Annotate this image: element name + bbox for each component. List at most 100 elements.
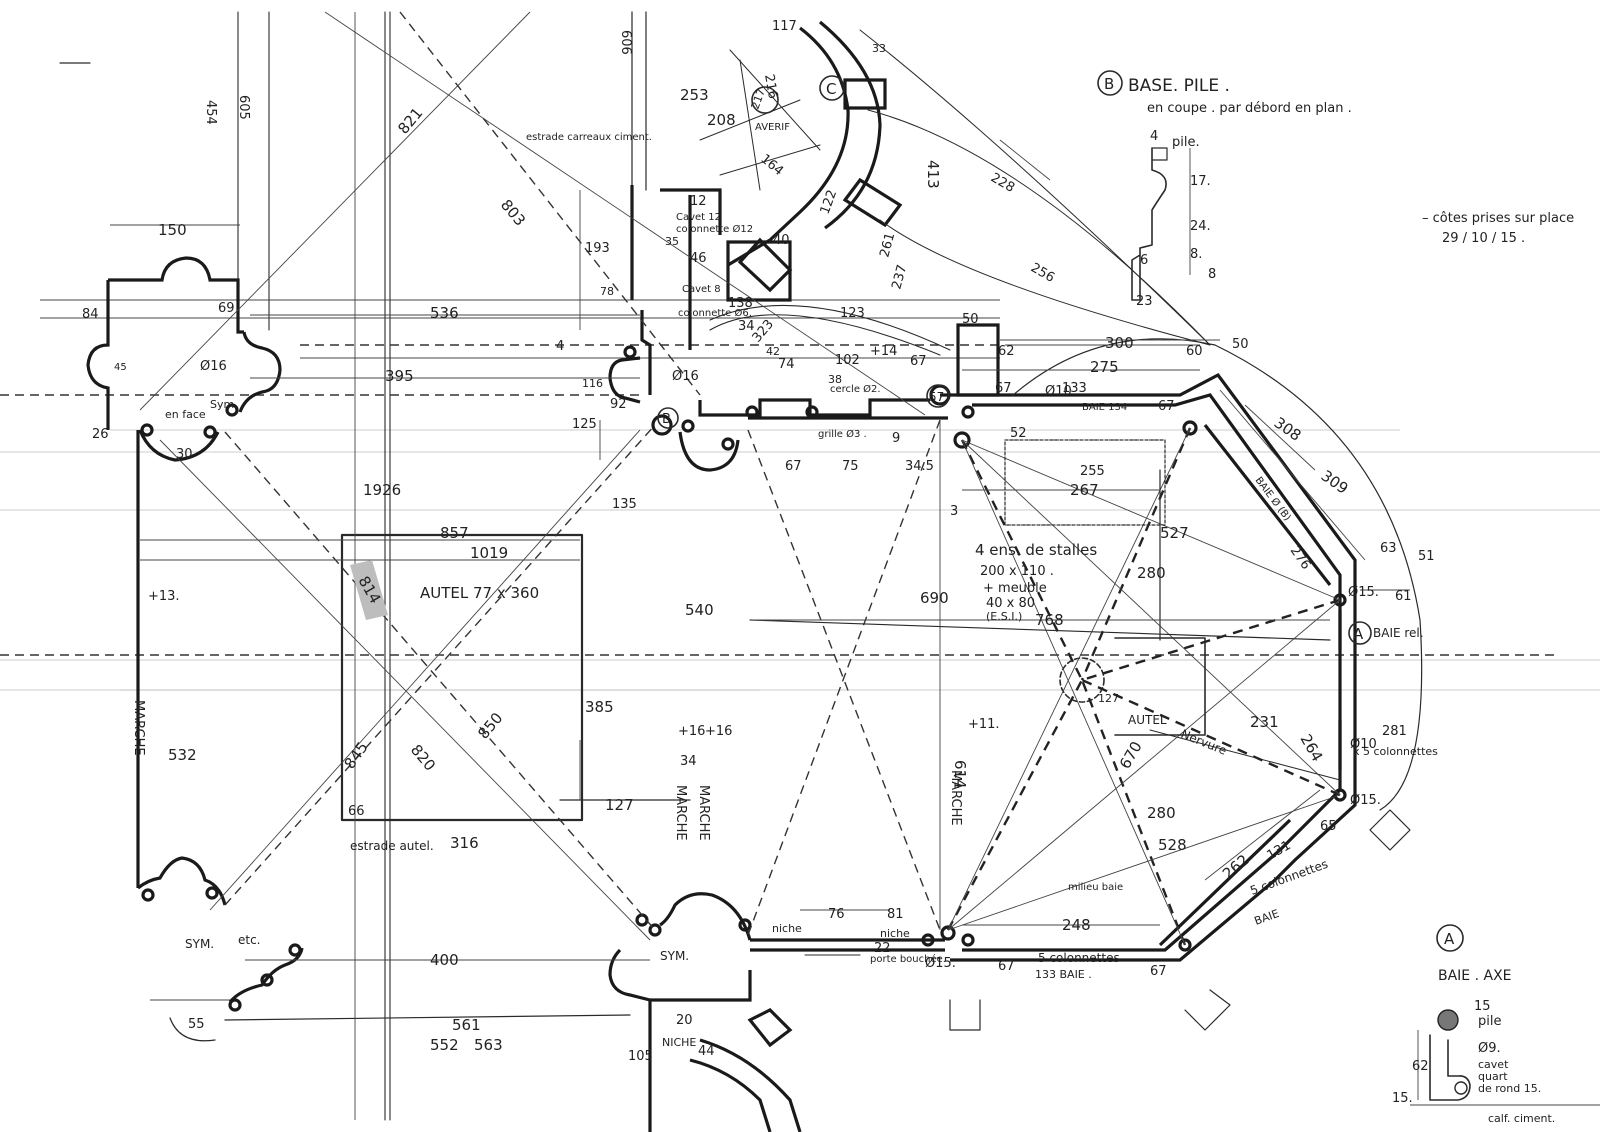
legend-b-pile: pile. xyxy=(1172,135,1200,150)
dim-phi16b: Ø16 xyxy=(672,369,699,384)
dim-164: 164 xyxy=(757,152,786,179)
dim-22: 22 xyxy=(874,941,891,956)
dim-plus13: +13. xyxy=(148,589,180,604)
dim-138: 138 xyxy=(728,296,753,311)
dim-67a: 67 xyxy=(998,959,1015,974)
dim-454: 454 xyxy=(203,100,218,125)
markers: C B 57 A xyxy=(657,75,1372,645)
dim-276: 276 xyxy=(1287,544,1314,573)
dim-150: 150 xyxy=(158,221,187,239)
dim-45: 45 xyxy=(114,362,127,373)
dim-84: 84 xyxy=(82,307,99,322)
dim-127: 127 xyxy=(605,796,634,814)
nervure-label: Nervure xyxy=(1179,727,1229,758)
dim-231: 231 xyxy=(1250,713,1279,731)
marche-label-left: MARCHE xyxy=(131,700,146,756)
legend-a-quart: quart xyxy=(1478,1070,1508,1083)
dim-plus14: +14 xyxy=(870,344,897,359)
dim-67f: 67 xyxy=(785,459,802,474)
marker-57: 57 xyxy=(929,390,944,404)
dim-413: 413 xyxy=(924,160,942,189)
dim-40: 40 xyxy=(773,233,790,248)
meuble-label: + meuble xyxy=(983,581,1047,596)
dim-267: 267 xyxy=(1070,481,1099,499)
baie-rel-label: BAIE rel. xyxy=(1373,626,1424,640)
dim-38: 38 xyxy=(828,373,842,386)
dim-62: 62 xyxy=(998,344,1015,359)
baie-133-label: 133 BAIE . xyxy=(1035,968,1092,981)
dim-3: 3 xyxy=(950,504,958,519)
dim-857: 857 xyxy=(440,524,469,542)
legend-base-pile: B BASE. PILE . en coupe . par débord en … xyxy=(1097,70,1352,309)
dim-275: 275 xyxy=(1090,358,1119,376)
dim-1926: 1926 xyxy=(363,481,401,499)
legend-b-dim-8b: 8 xyxy=(1208,267,1216,282)
dim-280b: 280 xyxy=(1147,804,1176,822)
dim-122: 122 xyxy=(818,188,841,216)
altar-platform xyxy=(340,533,691,822)
baie-134-label: BAIE 134 xyxy=(1082,402,1127,413)
dim-34a: 34 xyxy=(738,319,755,334)
dim-46: 46 xyxy=(690,251,707,266)
dim-850: 850 xyxy=(474,709,506,743)
dim-phi15c: Ø15. xyxy=(925,956,956,971)
dim-4: 4 xyxy=(556,339,564,354)
colonnettes-axis: x 5 colonnettes xyxy=(1353,745,1438,758)
dim-261: 261 xyxy=(877,231,898,259)
construction-lines xyxy=(0,429,1600,691)
note-line1: – côtes prises sur place xyxy=(1422,211,1574,226)
choir-ribs xyxy=(749,420,1341,946)
baie-apse: BAIE xyxy=(1253,907,1281,928)
dim-400: 400 xyxy=(430,951,459,969)
note-line2: 29 / 10 / 15 . xyxy=(1442,231,1525,246)
dim-plus16a: +16 xyxy=(678,724,705,739)
marche-label-choir: MARCHE xyxy=(948,770,963,826)
cavet-8-label: Cavet 8 xyxy=(682,284,721,295)
dim-563: 563 xyxy=(474,1036,503,1054)
dim-65: 65 xyxy=(1320,819,1337,834)
dim-237: 237 xyxy=(889,263,910,291)
colonnette-6-label: colonnette Ø6. xyxy=(678,307,752,319)
dim-phi15b: Ø15. xyxy=(1350,793,1381,808)
dim-217: 217 xyxy=(749,87,768,111)
south-walls xyxy=(608,892,975,1132)
dim-116: 116 xyxy=(582,377,603,390)
dim-614: 614 xyxy=(951,760,969,789)
dim-81: 81 xyxy=(887,907,904,922)
niche-small-1: niche xyxy=(772,922,802,935)
autel-choir-label: AUTEL xyxy=(1128,713,1167,727)
legend-b-dim-6: 6 xyxy=(1140,253,1148,268)
dim-248: 248 xyxy=(1062,916,1091,934)
dim-50b: 50 xyxy=(1232,337,1249,352)
dim-69: 69 xyxy=(218,301,235,316)
legend-b-letter: B xyxy=(1104,75,1114,93)
dim-105: 105 xyxy=(628,1049,653,1064)
dim-60: 60 xyxy=(1186,344,1203,359)
dim-67d: 67 xyxy=(1158,399,1175,414)
milieu-baie-label: milieu baie xyxy=(1068,882,1123,893)
meuble-note: (E.S.I.) xyxy=(986,610,1022,623)
site-note: – côtes prises sur place 29 / 10 / 15 . xyxy=(1422,211,1574,246)
cercle-label: cercle Ø2. xyxy=(830,383,881,395)
colonnette-12-label: colonnette Ø12 xyxy=(676,223,753,235)
legend-b-subtitle: en coupe . par débord en plan . xyxy=(1147,101,1352,116)
dim-75: 75 xyxy=(842,459,859,474)
stair-turret xyxy=(699,20,1211,356)
dim-66: 66 xyxy=(348,804,365,819)
legend-b-dim-24: 24. xyxy=(1190,219,1211,234)
dim-12: 12 xyxy=(690,194,707,209)
legend-a-pile-dim: 15 xyxy=(1474,999,1491,1014)
dim-30: 30 xyxy=(176,447,193,462)
guide-lines xyxy=(0,11,1560,1121)
marche-label-c1: MARCHE xyxy=(673,785,688,841)
cavet-12-label: Cavet 12 xyxy=(676,212,721,223)
stalles-label: 4 ens. de stalles xyxy=(975,541,1097,559)
etc-label: etc. xyxy=(238,933,261,947)
dim-540: 540 xyxy=(685,601,714,619)
estrade-autel-label: estrade autel. xyxy=(350,839,434,853)
legend-a-title: BAIE . AXE xyxy=(1438,968,1512,984)
dim-76: 76 xyxy=(828,907,845,922)
left-chapel-walls xyxy=(86,256,631,1042)
dim-123: 123 xyxy=(840,306,865,321)
stalles-dims: 200 x 110 . xyxy=(980,564,1054,579)
